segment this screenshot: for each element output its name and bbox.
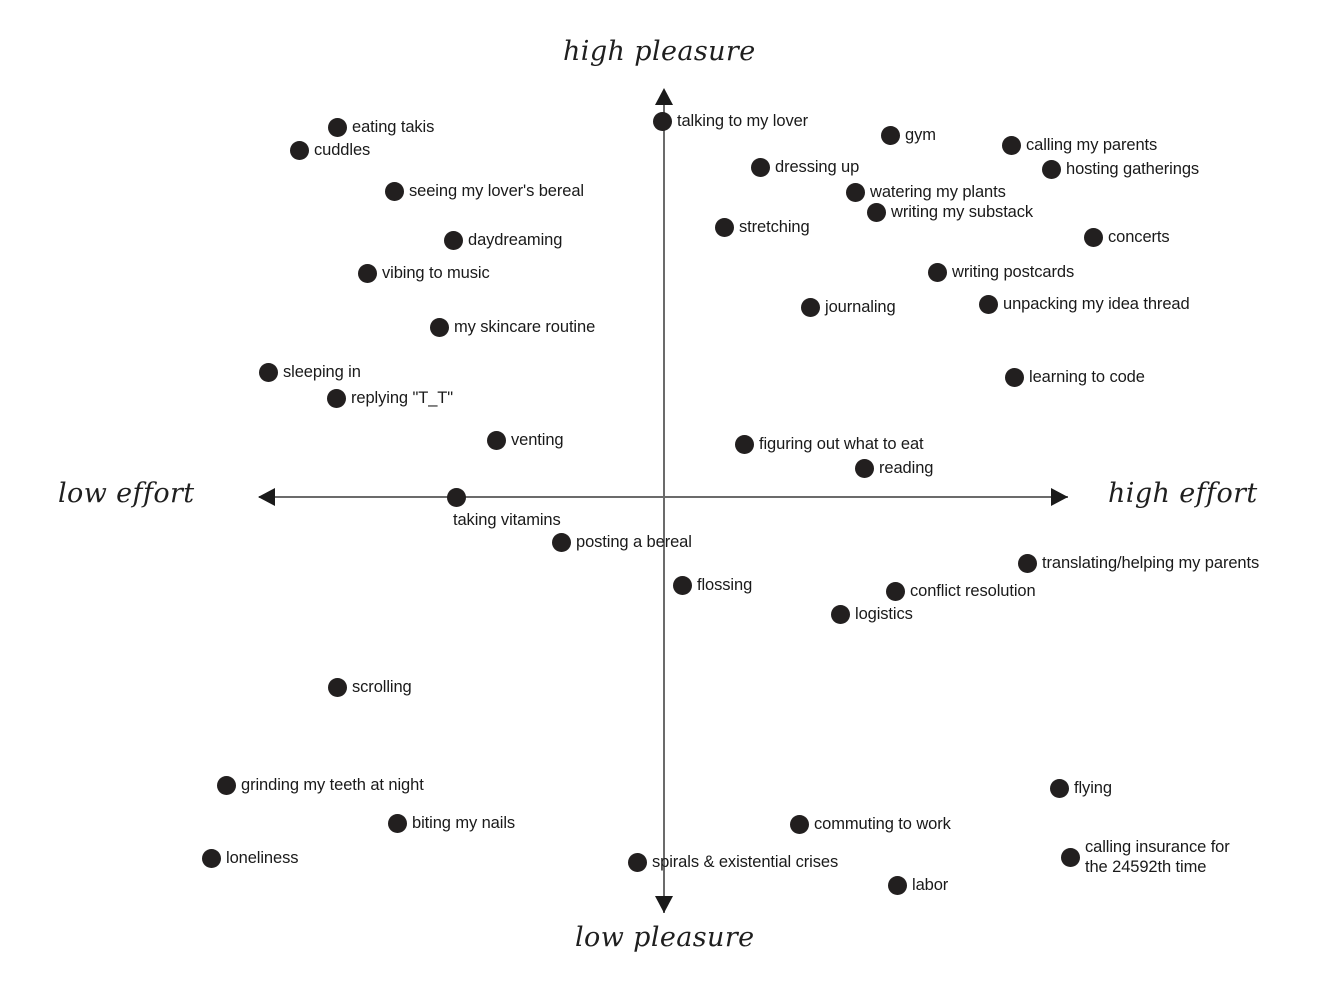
data-point-label: logistics (855, 605, 913, 623)
data-point-label: grinding my teeth at night (241, 776, 424, 794)
data-point-label: my skincare routine (454, 318, 596, 336)
axis-arrow-down-icon (655, 896, 673, 913)
data-point-label: flossing (697, 576, 753, 594)
data-point-label: labor (912, 876, 949, 894)
data-point-label: replying "T_T" (351, 389, 454, 407)
data-point-dot[interactable] (327, 117, 347, 137)
data-point-dot[interactable] (672, 575, 692, 595)
axis-label-high-effort: high effort (1108, 478, 1258, 509)
data-point-label: hosting gatherings (1066, 160, 1200, 178)
data-point-dot[interactable] (216, 775, 236, 795)
data-point-dot[interactable] (750, 157, 770, 177)
axis-arrow-left-icon (258, 488, 275, 506)
data-point-label: unpacking my idea thread (1003, 295, 1190, 313)
data-point-dot[interactable] (1060, 847, 1080, 867)
data-point-dot[interactable] (1049, 778, 1069, 798)
data-point-dot[interactable] (326, 388, 346, 408)
data-point-dot[interactable] (1004, 367, 1024, 387)
data-point-label: vibing to music (382, 264, 490, 282)
data-point-dot[interactable] (1001, 135, 1021, 155)
data-point-label: cuddles (314, 141, 371, 159)
data-point-label: stretching (739, 218, 810, 236)
data-point-label: learning to code (1029, 368, 1145, 386)
data-point-dot[interactable] (627, 852, 647, 872)
data-point-label: dressing up (775, 158, 860, 176)
axis-label-low-effort: low effort (58, 478, 195, 509)
data-point-dot[interactable] (1083, 227, 1103, 247)
data-point-dot[interactable] (652, 111, 672, 131)
data-point-dot[interactable] (289, 140, 309, 160)
data-point-label: scrolling (352, 678, 412, 696)
axis-label-low-pleasure: low pleasure (575, 922, 755, 953)
data-point-dot[interactable] (486, 430, 506, 450)
data-point-dot[interactable] (887, 875, 907, 895)
data-point-label: writing postcards (952, 263, 1075, 281)
data-point-dot[interactable] (880, 125, 900, 145)
data-point-label: seeing my lover's bereal (409, 182, 584, 200)
data-point-label: journaling (825, 298, 896, 316)
data-point-dot[interactable] (789, 814, 809, 834)
data-point-dot[interactable] (551, 532, 571, 552)
data-point-dot[interactable] (885, 581, 905, 601)
data-point-dot[interactable] (1017, 553, 1037, 573)
data-point-dot[interactable] (734, 434, 754, 454)
data-point-label: taking vitamins (453, 511, 561, 529)
data-point-label: loneliness (226, 849, 299, 867)
data-point-label: sleeping in (283, 363, 361, 381)
data-point-dot[interactable] (800, 297, 820, 317)
data-point-dot[interactable] (854, 458, 874, 478)
data-point-dot[interactable] (1041, 159, 1061, 179)
data-point-label: posting a bereal (576, 533, 692, 551)
data-point-label: reading (879, 459, 934, 477)
data-point-dot[interactable] (357, 263, 377, 283)
data-point-dot[interactable] (446, 487, 466, 507)
data-point-label-line2: the 24592th time (1085, 858, 1207, 877)
data-point-label: watering my plants (870, 183, 1006, 201)
data-point-dot[interactable] (258, 362, 278, 382)
data-point-dot[interactable] (201, 848, 221, 868)
data-point-dot[interactable] (429, 317, 449, 337)
axis-arrow-up-icon (655, 88, 673, 105)
data-point-label: writing my substack (891, 203, 1034, 221)
data-point-dot[interactable] (866, 202, 886, 222)
data-point-label: venting (511, 431, 564, 449)
data-point-label: gym (905, 126, 936, 144)
data-point-label: flying (1074, 779, 1112, 797)
data-point-dot[interactable] (714, 217, 734, 237)
data-point-label: calling insurance for the 24592th time (1085, 837, 1230, 877)
data-point-label: eating takis (352, 118, 435, 136)
data-point-label: calling my parents (1026, 136, 1158, 154)
data-point-label: talking to my lover (677, 112, 809, 130)
data-point-dot[interactable] (327, 677, 347, 697)
data-point-label-line1: calling insurance for (1085, 838, 1230, 856)
data-point-dot[interactable] (443, 230, 463, 250)
data-point-label: daydreaming (468, 231, 563, 249)
data-point-label: biting my nails (412, 814, 516, 832)
data-point-label: translating/helping my parents (1042, 554, 1260, 572)
y-axis-line (663, 90, 665, 913)
data-point-dot[interactable] (927, 262, 947, 282)
axis-label-high-pleasure: high pleasure (563, 36, 756, 67)
data-point-label: spirals & existential crises (652, 853, 839, 871)
data-point-label: commuting to work (814, 815, 951, 833)
data-point-dot[interactable] (978, 294, 998, 314)
data-point-dot[interactable] (845, 182, 865, 202)
data-point-label: conflict resolution (910, 582, 1036, 600)
data-point-dot[interactable] (830, 604, 850, 624)
data-point-label: figuring out what to eat (759, 435, 924, 453)
data-point-dot[interactable] (387, 813, 407, 833)
axis-arrow-right-icon (1051, 488, 1068, 506)
data-point-label: concerts (1108, 228, 1170, 246)
data-point-dot[interactable] (384, 181, 404, 201)
